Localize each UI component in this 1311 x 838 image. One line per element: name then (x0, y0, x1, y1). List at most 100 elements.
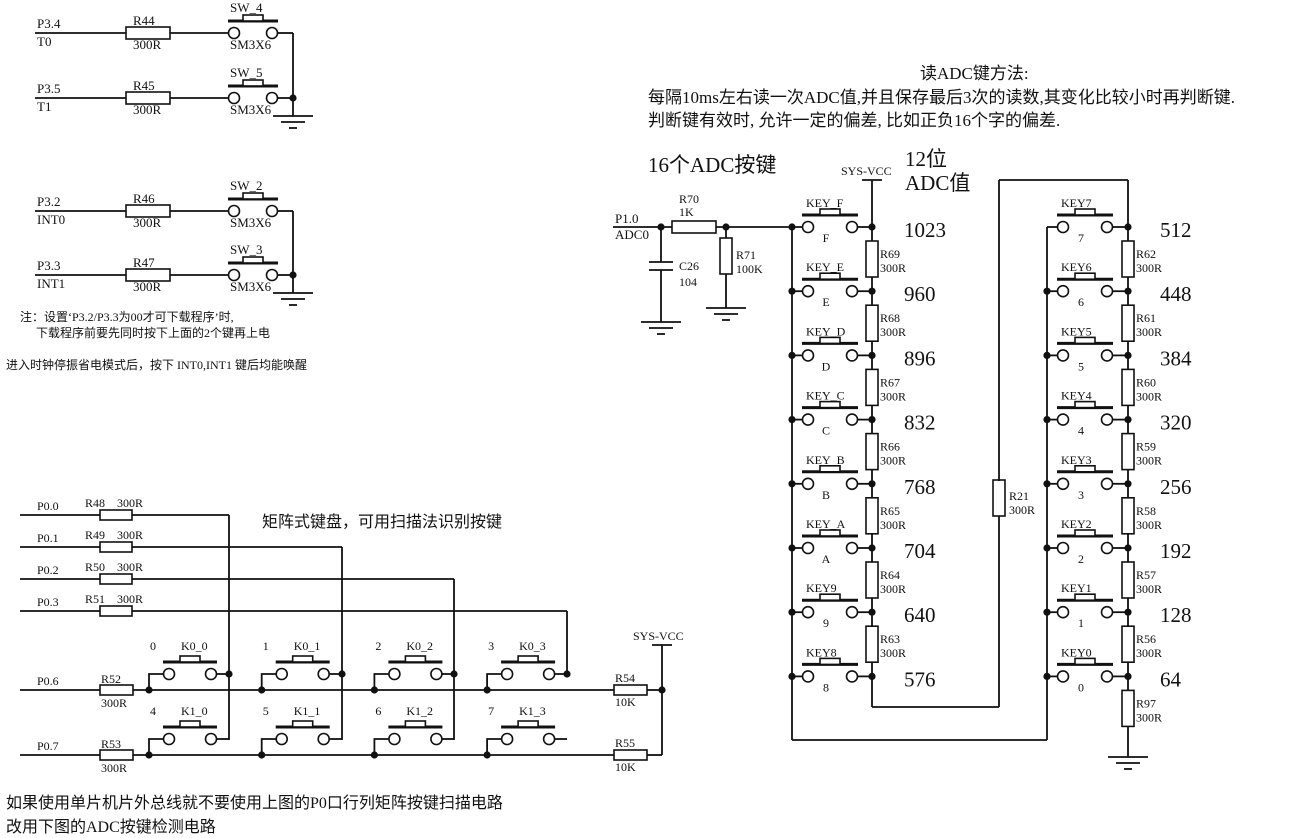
button-contact (801, 541, 815, 555)
button-contact (1100, 349, 1114, 362)
switch-part: SM3X6 (230, 279, 272, 294)
button-contact (1056, 477, 1070, 491)
push-button-symbol (1056, 464, 1114, 491)
method-line: 每隔10ms左右读一次ADC值,并且保存最后3次的读数,其变化比较小时再判断键. (648, 88, 1235, 107)
matrix-key: 3 K0_3 (483, 639, 571, 694)
net-label: P3.4 (37, 16, 61, 31)
resistor-symbol (992, 479, 1006, 517)
switch-part: SM3X6 (230, 37, 272, 52)
resistor-value: 300R (1136, 582, 1162, 596)
button-contact (430, 732, 443, 746)
push-button-symbol (227, 14, 279, 40)
key-label: 9 (823, 616, 829, 630)
button-contact (204, 732, 218, 746)
push-button-symbol (1056, 208, 1114, 234)
button-contact (801, 220, 815, 234)
adc-value: 192 (1160, 539, 1192, 563)
wire (486, 673, 502, 690)
push-button-symbol (275, 720, 331, 746)
resistor-ref: R66 (880, 440, 900, 454)
push-button-symbol (162, 720, 218, 746)
key-ref: KEY1 (1061, 581, 1092, 595)
resistor-ref: R62 (1136, 247, 1156, 261)
resistor-value: 1K (679, 205, 694, 219)
resistor-ref: R53 (101, 737, 121, 751)
resistor-value: 300R (117, 592, 143, 606)
key-label: 8 (823, 680, 829, 694)
net-label: P3.5 (37, 81, 60, 96)
net-alt-label: T1 (37, 99, 51, 114)
button-contact (500, 732, 514, 746)
push-button-symbol (500, 655, 556, 681)
key-ref: KEY3 (1061, 453, 1092, 467)
button-cap (242, 192, 264, 200)
resistor-ref: R48 (85, 496, 105, 510)
button-cap (404, 655, 427, 663)
resistor-value: 300R (133, 215, 162, 230)
button-contact (845, 477, 859, 491)
key-ref: KEY6 (1061, 260, 1092, 274)
key-number: 1 (263, 639, 269, 653)
button-contact (275, 667, 289, 681)
net-label: P3.3 (37, 258, 60, 273)
junction-dot (338, 670, 346, 678)
key-ref: KEY0 (1061, 645, 1092, 659)
method-line: 判断键有效时, 允许一定的偏差, 比如正负16个字的偏差. (648, 111, 1060, 130)
key-number: 3 (488, 639, 494, 653)
junction-dot (289, 94, 297, 102)
key-number: 5 (263, 704, 269, 718)
resistor-ref: R64 (880, 568, 900, 582)
button-contact (317, 667, 331, 681)
key-ref: KEY5 (1061, 324, 1092, 338)
push-button-symbol (1056, 593, 1114, 619)
resistor-symbol (613, 684, 648, 696)
resistor-value: 300R (117, 496, 143, 510)
resistor-value: 100K (736, 262, 763, 276)
push-button-symbol (801, 657, 859, 683)
resistor-ref: R63 (880, 632, 900, 646)
push-button-symbol (275, 655, 331, 681)
resistor-symbol (865, 625, 879, 664)
button-cap (179, 655, 201, 663)
resistor-symbol (865, 304, 879, 343)
button-contact (317, 732, 331, 746)
resistor-ref: R68 (880, 311, 900, 325)
resistor-symbol (865, 496, 879, 535)
adc-value: 640 (904, 603, 936, 627)
wire (260, 673, 276, 690)
resistor-ref: R65 (880, 504, 900, 518)
key-ref: K0_3 (519, 639, 546, 653)
button-cap (819, 593, 841, 602)
resistor-value: 300R (1136, 261, 1162, 275)
resistor-ref: R50 (85, 560, 105, 574)
push-button-symbol (801, 208, 859, 234)
resistor-symbol (99, 749, 134, 761)
net-label: P0.1 (37, 531, 59, 545)
key-ref: KEY_D (806, 324, 846, 338)
junction-dot (563, 670, 571, 678)
resistor-ref: R97 (1136, 696, 1156, 710)
note-text: 进入时钟停振省电模式后，按下 INT0,INT1 键后均能唤醒 (6, 357, 307, 372)
button-cap (517, 655, 539, 663)
resistor-ref: R55 (615, 736, 635, 750)
resistor-value: 300R (1009, 503, 1035, 517)
wire (148, 673, 163, 690)
key-label: F (823, 231, 830, 245)
sw-pair: P3.2INT0R46300RSW_2SM3X6P3.3INT1R47300RS… (35, 178, 313, 306)
button-contact (227, 204, 241, 218)
button-contact (388, 732, 401, 746)
key-label: 6 (1078, 295, 1084, 309)
push-button-symbol (1056, 657, 1114, 683)
button-contact (845, 413, 859, 426)
key-label: E (822, 295, 829, 309)
button-contact (1100, 605, 1114, 619)
